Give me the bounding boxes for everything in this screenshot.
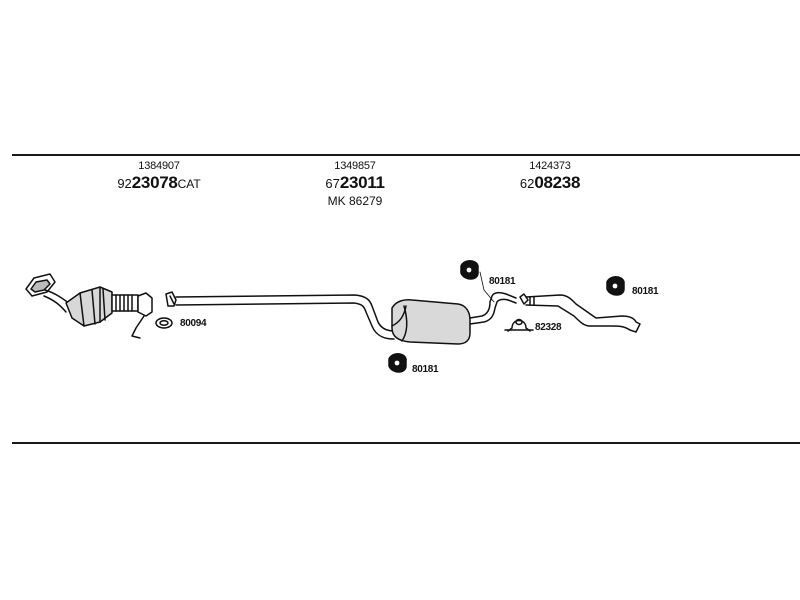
header-tail-pipe: 1424373 6208238 <box>495 160 605 194</box>
converter-outlet-flange <box>131 292 153 339</box>
rubber-mount-center <box>388 353 407 373</box>
top-divider <box>12 154 800 156</box>
part-number: 6208238 <box>519 173 581 192</box>
middle-pipe-inlet <box>165 291 177 307</box>
middle-pipe <box>175 294 395 332</box>
catalytic-converter <box>65 286 113 327</box>
flex-pipe <box>111 294 139 312</box>
oe-number: 1424373 <box>529 160 571 172</box>
oe-number: 1349857 <box>334 160 376 172</box>
front-downpipe-lower <box>43 295 67 313</box>
pipe-clamp <box>504 318 534 332</box>
label-gasket: 80094 <box>180 318 207 329</box>
tail-pipe <box>519 293 641 333</box>
label-mount-upper: 80181 <box>489 276 516 287</box>
oe-number: 1384907 <box>138 160 180 172</box>
middle-pipe-lower <box>175 302 395 340</box>
bottom-divider <box>12 442 800 444</box>
mounting-kit-number: MK 86279 <box>327 194 383 208</box>
rubber-mount-upper <box>460 260 479 280</box>
gasket <box>155 317 173 329</box>
part-number: 6723011 <box>325 173 385 192</box>
silencer-outlet-pipe-lower <box>469 298 517 325</box>
label-clamp: 82328 <box>535 322 562 333</box>
rubber-mount-rear <box>606 276 625 296</box>
label-mount-rear: 80181 <box>632 286 659 297</box>
part-number: 9223078CAT <box>117 173 201 192</box>
middle-silencer <box>391 299 471 345</box>
label-mount-center: 80181 <box>412 364 439 375</box>
leader-line-upper-mount <box>479 271 495 303</box>
header-catalytic-converter: 1384907 9223078CAT <box>100 160 218 194</box>
header-middle-silencer: 1349857 6723011 MK 86279 <box>300 160 410 208</box>
